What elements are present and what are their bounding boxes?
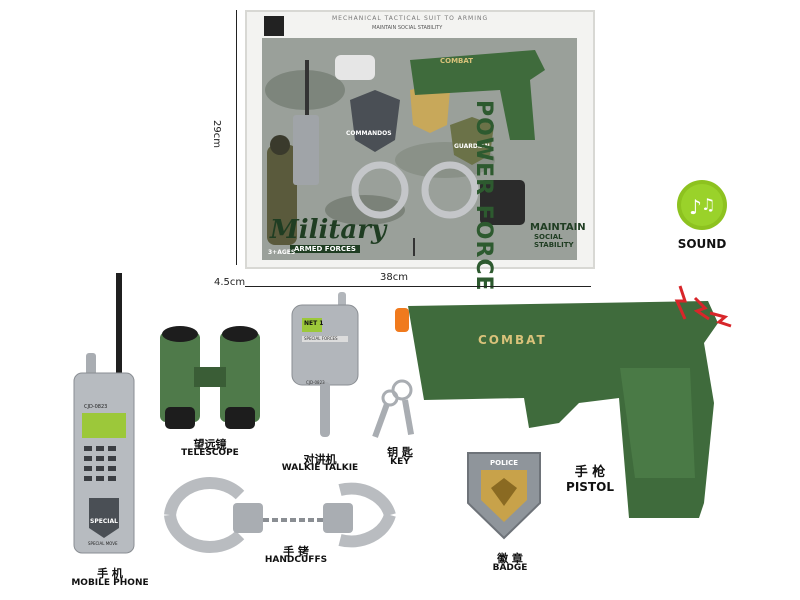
handcuffs-image [164,477,396,553]
slogan: MAINTAIN SOCIAL STABILITY [530,222,586,249]
package-contents-art [265,50,545,256]
depth-dim-label: 4.5cm [214,277,246,288]
header-line1: MECHANICAL TACTICAL SUIT TO ARMING [332,15,489,22]
badge-image [467,452,541,540]
slogan-line3: STABILITY [534,241,574,249]
pistol-engraving: COMBAT [478,333,547,347]
telescope-image [160,326,260,429]
handcuffs-en-label: HANDCUFFS [264,555,328,565]
mobile-phone-en-label: MOBILE PHONE [71,578,149,588]
walkie-band-text: SPECIAL FORCES [304,336,338,341]
badge-police-text: POLICE [490,459,519,467]
phone-brand: SPECIAL [90,518,118,525]
width-dim-label: 38cm [380,272,408,283]
width-dim-line [245,286,591,287]
phone-screen-code: CJD-0823 [84,404,108,410]
height-dim-label: 29cm [211,120,222,148]
pistol-engraving-small: COMBAT [440,57,474,65]
phone-footer-text: SPECIAL MOVE [88,541,118,546]
brand-title: Military [270,215,387,245]
badge-guardian-label: GUARDIAN [454,143,490,150]
brand-subtitle: ARMED FORCES [290,245,360,253]
key-en-label: KEY [390,457,410,467]
key-zh-label: 钥 匙 [387,446,413,459]
mobile-phone-zh-label: 手 机 [97,567,123,580]
telescope-en-label: TELESCOPE [181,448,239,458]
slogan-line2: SOCIAL [534,233,563,241]
badge-en-label: BADGE [492,563,528,573]
walkie-talkie-image [291,292,359,437]
svg-text:♫: ♫ [701,195,715,214]
telescope-zh-label: 望远镜 [193,438,227,451]
slogan-line1: MAINTAIN [530,222,586,233]
package-header: MECHANICAL TACTICAL SUIT TO ARMING MAINT… [262,14,580,36]
mobile-phone-image [73,273,135,554]
height-dim-line [236,10,237,265]
svg-text:♪: ♪ [689,195,702,219]
walkie-talkie-en-label: WALKIE TALKIE [281,463,359,473]
pistol-zh-label: 手 枪 [574,465,606,480]
badge-commandos-label: COMMANDOS [346,130,392,137]
age-label: 3+AGES [268,249,296,256]
walkie-talkie-zh-label: 对讲机 [303,453,337,466]
side-title: POWER FORCE [471,100,496,292]
pistol-image [395,285,732,518]
walkie-code-text: CJD-0823 [306,380,325,385]
brand-logo [264,16,284,36]
badge-zh-label: 徽 章 [497,552,523,565]
walkie-screen-text: NET 1 [304,320,324,327]
sound-label: SOUND [677,237,727,251]
key-image [372,379,415,438]
header-line2: MAINTAIN SOCIAL STABILITY [372,25,443,31]
sound-music-icon: ♪ ♫ [677,180,727,230]
pistol-en-label: PISTOL [566,480,614,494]
handcuffs-zh-label: 手 铐 [283,545,309,558]
